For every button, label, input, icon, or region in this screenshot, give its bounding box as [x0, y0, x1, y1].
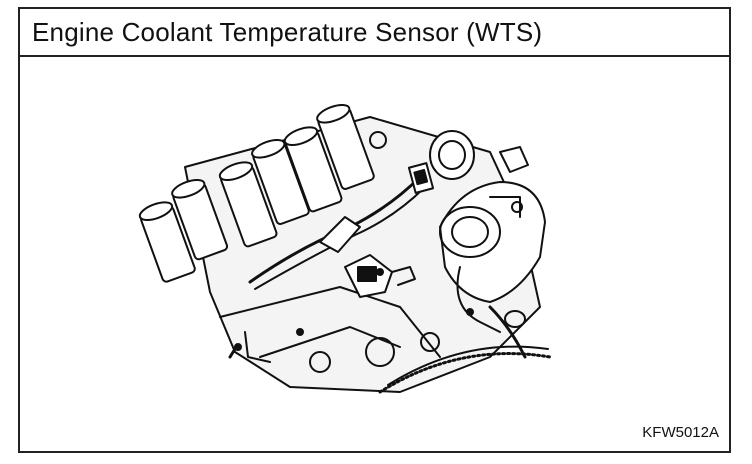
- bolts: [234, 308, 474, 351]
- sensor-connector: [407, 162, 435, 194]
- water-outlet: [439, 181, 546, 333]
- flywheel: [378, 345, 552, 394]
- lower-hose: [488, 305, 527, 359]
- page-title: Engine Coolant Temperature Sensor (WTS): [32, 17, 543, 47]
- wiring-harness: [248, 175, 426, 290]
- ignition-coils: [138, 104, 375, 283]
- engine-illustration: [20, 57, 729, 451]
- title-bar: Engine Coolant Temperature Sensor (WTS): [20, 9, 729, 57]
- coolant-temperature-sensor: [344, 254, 416, 298]
- figure-code: KFW5012A: [642, 424, 719, 441]
- upper-hose-neck: [369, 130, 529, 180]
- figure-frame: Engine Coolant Temperature Sensor (WTS): [18, 7, 731, 453]
